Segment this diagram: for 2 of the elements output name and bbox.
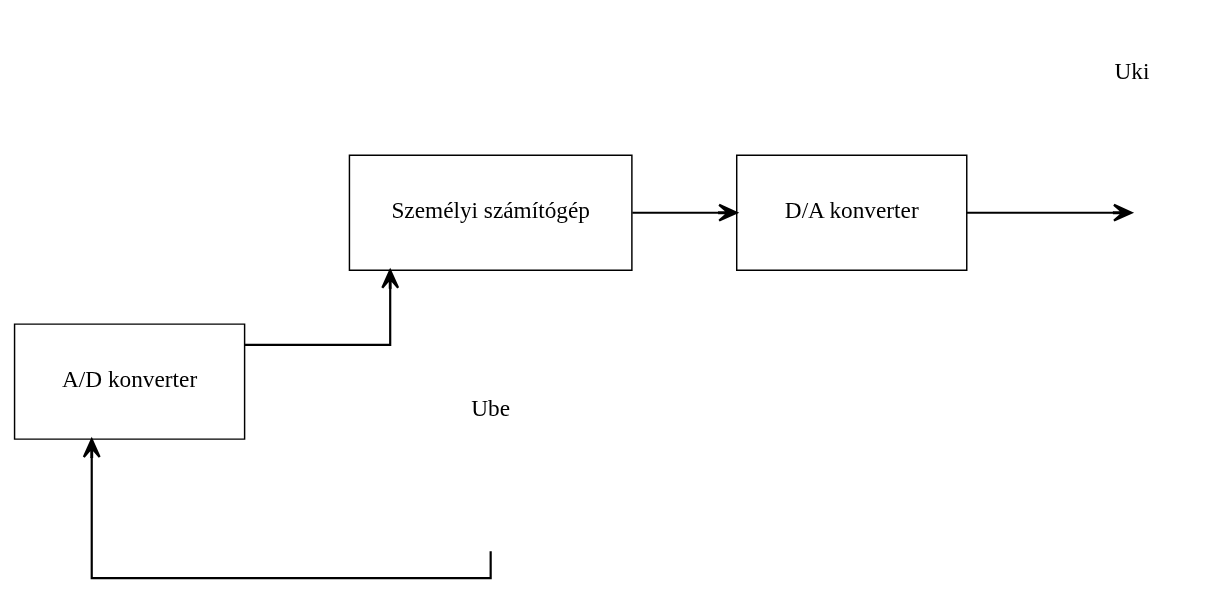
label: Uki: [1114, 57, 1150, 84]
label: Ube: [471, 395, 511, 422]
